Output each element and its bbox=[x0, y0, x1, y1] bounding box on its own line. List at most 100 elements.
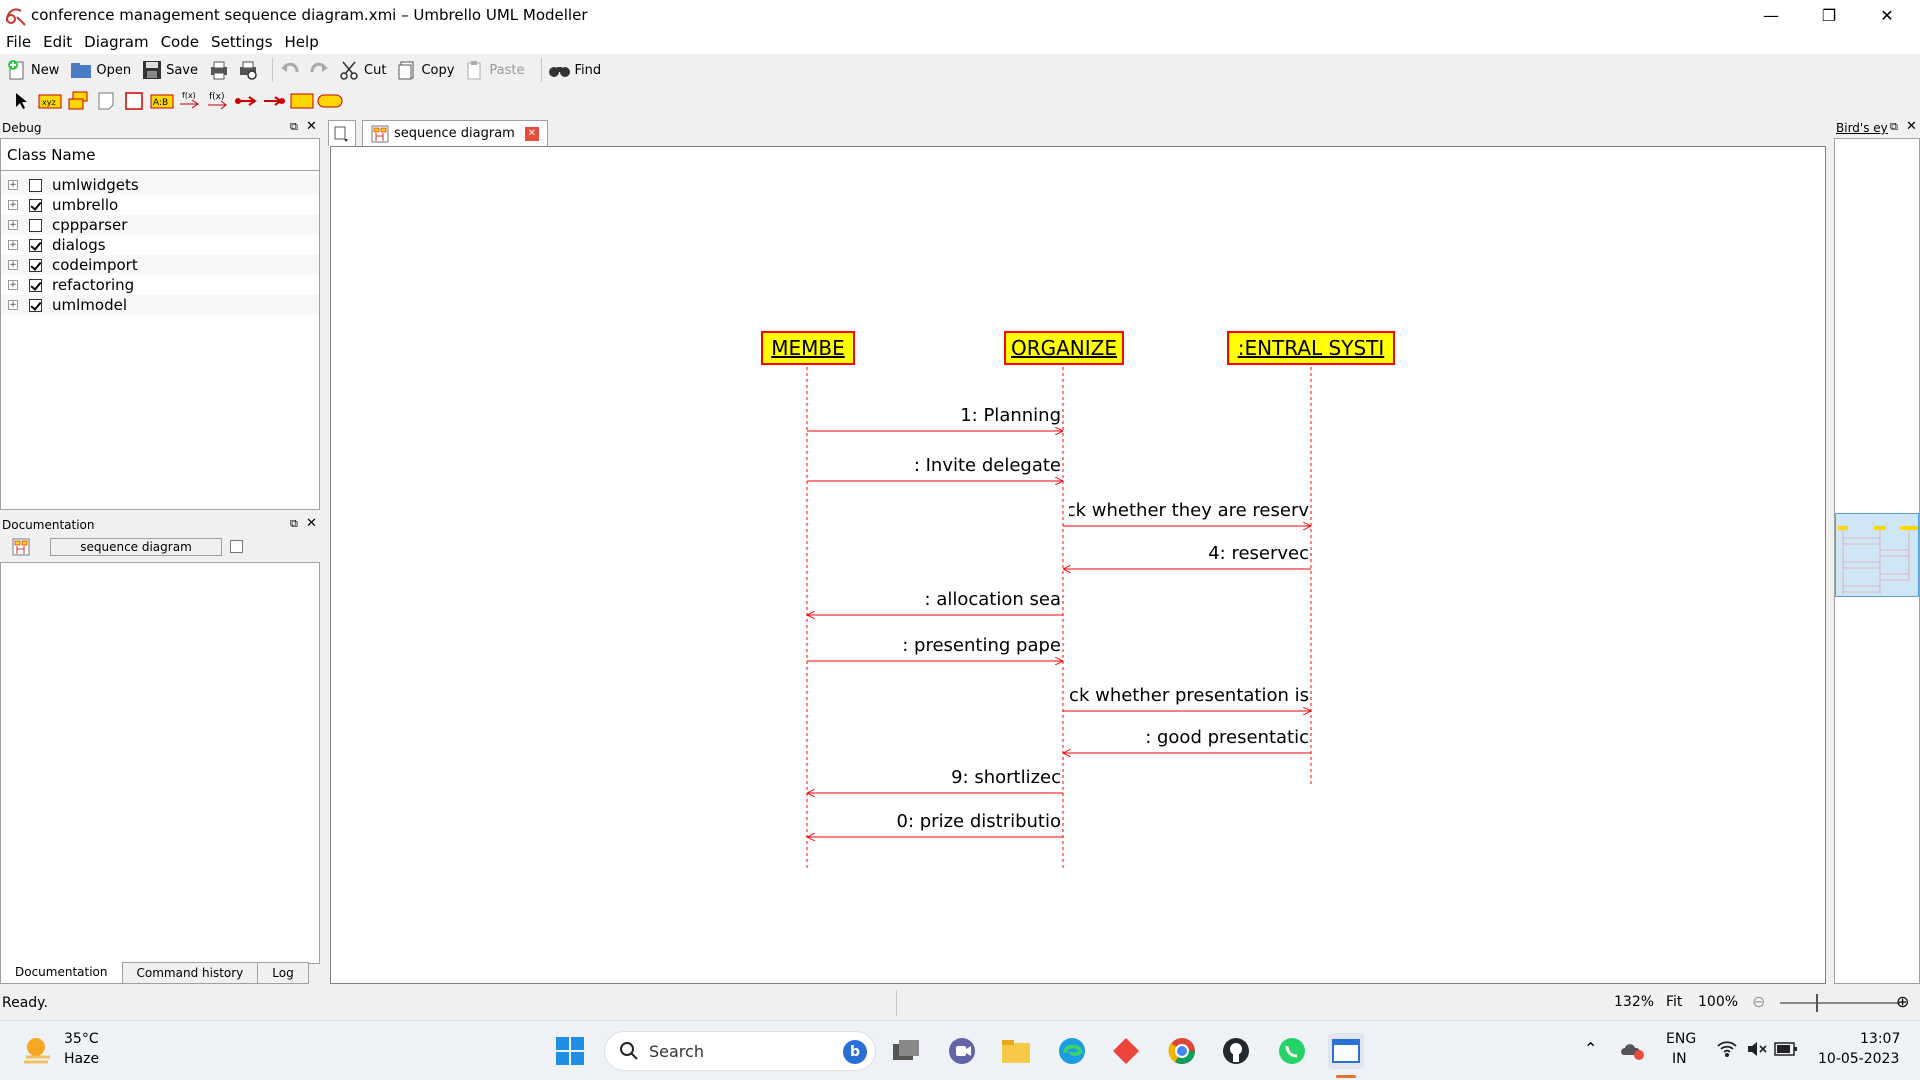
box-tool[interactable] bbox=[120, 90, 148, 112]
start-button[interactable] bbox=[552, 1033, 588, 1069]
show-hidden-icons[interactable]: ⌃ bbox=[1584, 1039, 1598, 1058]
tab-sequence-diagram[interactable]: sequence diagram ✕ bbox=[362, 120, 548, 146]
task-view-button[interactable] bbox=[888, 1033, 924, 1069]
language-indicator[interactable]: ENG bbox=[1666, 1031, 1697, 1047]
clock-date[interactable]: 10-05-2023 bbox=[1818, 1051, 1900, 1067]
lost-message-tool[interactable] bbox=[260, 90, 288, 112]
zoom-in-icon[interactable]: ⊕ bbox=[1896, 992, 1910, 1011]
file-explorer-button[interactable] bbox=[998, 1033, 1034, 1069]
debug-item-umlmodel[interactable]: +umlmodel bbox=[1, 295, 319, 315]
minimize-button[interactable]: — bbox=[1763, 5, 1779, 25]
umbrello-taskbar-button[interactable] bbox=[1328, 1033, 1364, 1069]
zoom-100-button[interactable]: 100% bbox=[1698, 994, 1739, 1010]
expand-icon[interactable]: + bbox=[8, 200, 18, 210]
redo-button[interactable] bbox=[308, 59, 333, 81]
weather-icon[interactable] bbox=[20, 1033, 56, 1069]
speaker-muted-icon[interactable] bbox=[1746, 1039, 1768, 1059]
message-label-4[interactable]: 4: reservec bbox=[1208, 543, 1309, 564]
expand-icon[interactable]: + bbox=[8, 180, 18, 190]
debug-checkbox[interactable] bbox=[29, 298, 42, 312]
new-button[interactable]: New bbox=[6, 59, 59, 81]
zoom-slider[interactable] bbox=[1780, 994, 1900, 1012]
select-tool[interactable] bbox=[8, 90, 36, 112]
close-panel-icon[interactable]: ✕ bbox=[306, 516, 317, 531]
debug-checkbox[interactable] bbox=[29, 178, 42, 192]
zoom-fit-button[interactable]: Fit bbox=[1666, 994, 1683, 1010]
clock-time[interactable]: 13:07 bbox=[1860, 1031, 1901, 1047]
debug-checkbox[interactable] bbox=[29, 238, 42, 252]
note-tool[interactable] bbox=[92, 90, 120, 112]
wifi-icon[interactable] bbox=[1716, 1039, 1738, 1059]
zoom-out-icon[interactable]: ⊖ bbox=[1752, 992, 1766, 1011]
debug-item-cppparser[interactable]: +cppparser bbox=[1, 215, 319, 235]
message-label-1[interactable]: 1: Planning bbox=[960, 405, 1061, 426]
expand-icon[interactable]: + bbox=[8, 240, 18, 250]
close-button[interactable]: ✕ bbox=[1880, 5, 1894, 25]
expand-icon[interactable]: + bbox=[8, 220, 18, 230]
debug-item-umbrello[interactable]: +umbrello bbox=[8, 196, 119, 214]
menu-edit[interactable]: Edit bbox=[43, 33, 73, 51]
message-label-5[interactable]: : allocation sea bbox=[924, 589, 1061, 610]
message-label-8[interactable]: : good presentatic bbox=[1145, 727, 1309, 748]
tab-log[interactable]: Log bbox=[257, 962, 309, 984]
message-label-9[interactable]: 9: shortlizec bbox=[951, 767, 1061, 788]
multi-object-tool[interactable] bbox=[64, 90, 92, 112]
birdseye-viewport[interactable] bbox=[1835, 513, 1919, 597]
onedrive-status-icon[interactable] bbox=[1620, 1039, 1646, 1061]
lifeline-organizer[interactable]: ORGANIZE bbox=[1004, 331, 1124, 365]
debug-item-dialogs[interactable]: +dialogs bbox=[8, 236, 106, 254]
open-button[interactable]: Open bbox=[69, 59, 131, 81]
github-desktop-button[interactable] bbox=[1218, 1033, 1254, 1069]
print-preview-button[interactable] bbox=[237, 59, 262, 81]
debug-checkbox[interactable] bbox=[29, 258, 42, 272]
message-label-7[interactable]: check whether presentation is bbox=[1069, 685, 1309, 706]
close-panel-icon[interactable]: ✕ bbox=[306, 119, 317, 134]
anydesk-button[interactable] bbox=[1108, 1033, 1144, 1069]
object-tool[interactable]: xyz bbox=[36, 90, 64, 112]
menu-diagram[interactable]: Diagram bbox=[84, 33, 149, 51]
battery-icon[interactable] bbox=[1774, 1041, 1798, 1057]
debug-item-refactoring[interactable]: +refactoring bbox=[8, 276, 135, 294]
save-button[interactable]: Save bbox=[141, 59, 198, 81]
async-message-tool[interactable]: f(x) bbox=[204, 90, 232, 112]
message-label-2[interactable]: : Invite delegate bbox=[913, 455, 1061, 476]
documentation-checkbox[interactable] bbox=[230, 540, 243, 553]
close-panel-icon[interactable]: ✕ bbox=[1906, 119, 1917, 134]
tab-command-history[interactable]: Command history bbox=[121, 962, 259, 984]
bing-icon[interactable]: b bbox=[843, 1040, 867, 1064]
birdseye-view[interactable] bbox=[1834, 138, 1920, 984]
float-panel-icon[interactable]: ⧉ bbox=[1890, 120, 1898, 133]
lifeline-member[interactable]: MEMBE bbox=[761, 331, 855, 365]
message-label-10[interactable]: 0: prize distributio bbox=[896, 811, 1061, 832]
precondition-tool[interactable] bbox=[316, 90, 344, 112]
combined-fragment-tool[interactable] bbox=[288, 90, 316, 112]
message-label-6[interactable]: : presenting pape bbox=[902, 635, 1061, 656]
debug-item-codeimport[interactable]: +codeimport bbox=[1, 255, 319, 275]
float-panel-icon[interactable]: ⧉ bbox=[290, 517, 298, 530]
chrome-browser-button[interactable] bbox=[1164, 1033, 1200, 1069]
whatsapp-button[interactable] bbox=[1274, 1033, 1310, 1069]
print-button[interactable] bbox=[208, 59, 233, 81]
debug-checkbox[interactable] bbox=[29, 278, 42, 292]
debug-checkbox[interactable] bbox=[29, 218, 42, 232]
close-tab-icon[interactable]: ✕ bbox=[524, 126, 539, 141]
cut-button[interactable]: Cut bbox=[339, 59, 386, 81]
menu-help[interactable]: Help bbox=[284, 33, 319, 51]
copy-button[interactable]: Copy bbox=[396, 59, 454, 81]
documentation-panel[interactable] bbox=[0, 562, 320, 964]
find-button[interactable]: Find bbox=[548, 59, 601, 81]
menu-code[interactable]: Code bbox=[160, 33, 199, 51]
expand-icon[interactable]: + bbox=[8, 280, 18, 290]
sync-message-tool[interactable]: f(x) bbox=[176, 90, 204, 112]
menu-settings[interactable]: Settings bbox=[210, 33, 273, 51]
diagram-canvas[interactable]: MEMBE ORGANIZE :ENTRAL SYSTI 1: Planning… bbox=[330, 146, 1826, 984]
teams-chat-button[interactable] bbox=[944, 1033, 980, 1069]
maximize-button[interactable]: ❐ bbox=[1821, 5, 1837, 25]
paste-button[interactable]: Paste bbox=[464, 59, 525, 81]
expand-icon[interactable]: + bbox=[8, 260, 18, 270]
message-label-3[interactable]: check whether they are reserv bbox=[1069, 500, 1309, 521]
zoom-slider-handle[interactable] bbox=[1816, 994, 1818, 1012]
lifeline-central-system[interactable]: :ENTRAL SYSTI bbox=[1227, 331, 1395, 365]
debug-item-umlwidgets[interactable]: +umlwidgets bbox=[1, 175, 319, 195]
menu-file[interactable]: File bbox=[6, 33, 32, 51]
